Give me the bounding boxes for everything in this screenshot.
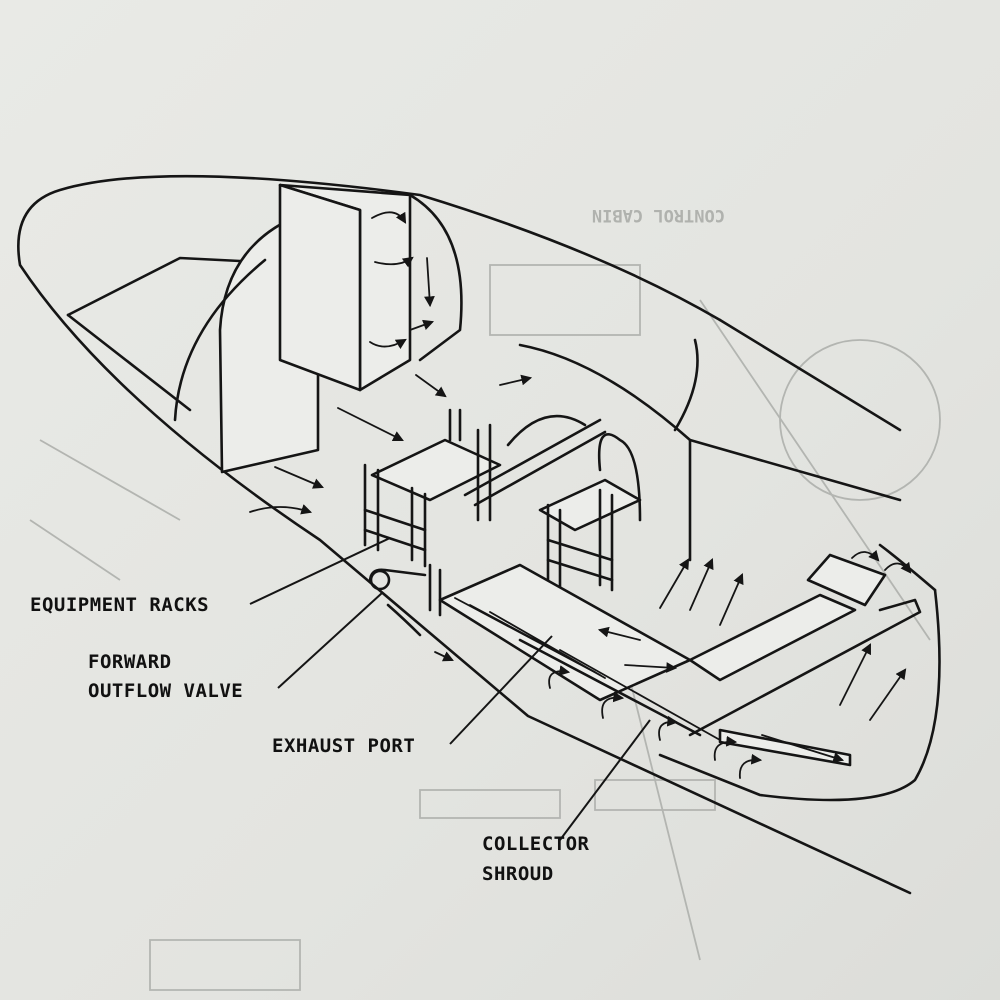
forward-equipment-box (278, 183, 463, 392)
callout-leaders (249, 537, 651, 841)
label-forward-outflow-valve-line1: FORWARD (88, 651, 172, 673)
equipment-racks[interactable] (363, 408, 642, 617)
bleed-through-background: CONTROL CABIN (29, 205, 941, 991)
label-forward-outflow-valve-line2: OUTFLOW VALVE (88, 680, 243, 702)
collector-shroud[interactable] (438, 553, 922, 767)
leader-outflow-valve (277, 592, 383, 689)
fuselage-outline (17, 174, 912, 895)
label-collector-shroud-line1: COLLECTOR (482, 833, 590, 855)
label-collector-shroud-line2: SHROUD (482, 863, 554, 885)
airflow-arrows (249, 211, 912, 779)
callout-labels: EQUIPMENT RACKS FORWARD OUTFLOW VALVE EX… (30, 594, 590, 885)
leader-equipment-racks (249, 537, 391, 605)
cabin-floor (518, 338, 902, 562)
bleed-text: CONTROL CABIN (592, 205, 725, 225)
label-equipment-racks: EQUIPMENT RACKS (30, 594, 209, 616)
label-exhaust-port: EXHAUST PORT (272, 735, 415, 757)
leader-collector-shroud (559, 719, 651, 841)
leader-exhaust-port (449, 635, 553, 745)
forward-outflow-valve[interactable] (368, 568, 427, 637)
